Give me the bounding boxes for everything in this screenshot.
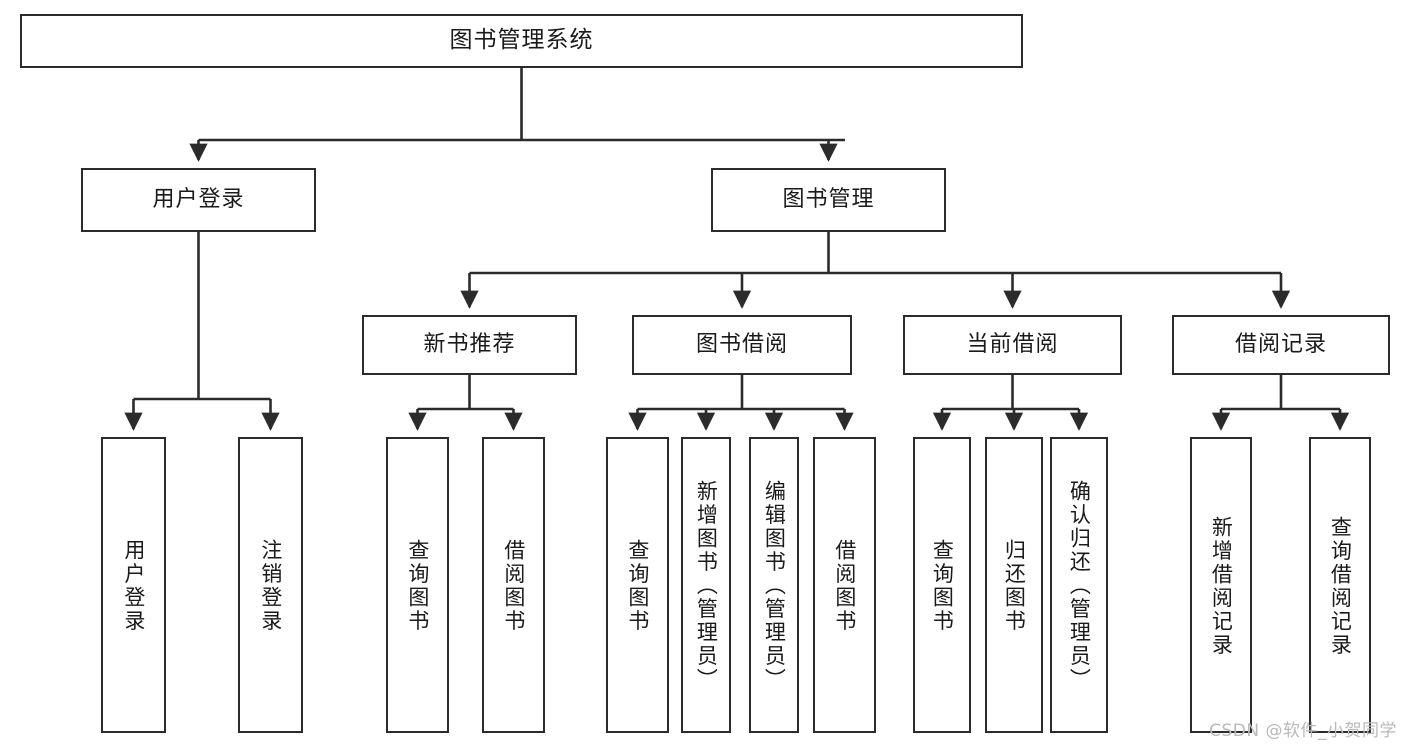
leaf-borrow-book-recommend[interactable]: 借阅图书	[482, 437, 545, 733]
leaf-confirm-return-admin-label: 确认归还（管理员）	[1067, 480, 1092, 692]
leaf-borrow-book-label: 借阅图书	[832, 539, 857, 633]
leaf-query-borrow-record-label: 查询借阅记录	[1328, 515, 1353, 657]
node-root-label: 图书管理系统	[449, 27, 594, 54]
node-new-book-recommend[interactable]: 新书推荐	[362, 315, 577, 375]
leaf-logout-label: 注销登录	[258, 539, 283, 633]
node-user-login[interactable]: 用户登录	[81, 168, 316, 232]
node-book-borrow-label: 图书借阅	[695, 331, 788, 357]
leaf-user-login-label: 用户登录	[121, 539, 146, 633]
leaf-borrow-book-recommend-label: 借阅图书	[501, 539, 526, 633]
leaf-add-book-admin-label: 新增图书（管理员）	[694, 480, 719, 692]
leaf-logout[interactable]: 注销登录	[238, 437, 303, 733]
node-current-borrow-label: 当前借阅	[966, 331, 1059, 357]
node-book-management[interactable]: 图书管理	[711, 168, 946, 232]
leaf-query-book-borrow-label: 查询图书	[625, 539, 650, 633]
node-user-login-label: 用户登录	[152, 186, 245, 212]
node-new-book-recommend-label: 新书推荐	[423, 331, 516, 357]
leaf-edit-book-admin[interactable]: 编辑图书（管理员）	[749, 437, 799, 733]
leaf-edit-book-admin-label: 编辑图书（管理员）	[762, 480, 787, 692]
leaf-add-book-admin[interactable]: 新增图书（管理员）	[681, 437, 731, 733]
node-book-borrow[interactable]: 图书借阅	[632, 315, 852, 375]
leaf-user-login[interactable]: 用户登录	[101, 437, 166, 733]
leaf-query-book-recommend-label: 查询图书	[405, 539, 430, 633]
leaf-query-book-current[interactable]: 查询图书	[913, 437, 971, 733]
leaf-query-book-borrow[interactable]: 查询图书	[606, 437, 669, 733]
leaf-query-borrow-record[interactable]: 查询借阅记录	[1309, 437, 1371, 733]
leaf-return-book-label: 归还图书	[1002, 539, 1027, 633]
leaf-confirm-return-admin[interactable]: 确认归还（管理员）	[1050, 437, 1108, 733]
node-borrow-record-label: 借阅记录	[1234, 331, 1327, 357]
leaf-borrow-book[interactable]: 借阅图书	[813, 437, 876, 733]
leaf-query-book-current-label: 查询图书	[930, 539, 955, 633]
node-current-borrow[interactable]: 当前借阅	[903, 315, 1122, 375]
node-root-system[interactable]: 图书管理系统	[20, 14, 1023, 68]
node-borrow-record[interactable]: 借阅记录	[1172, 315, 1390, 375]
leaf-add-borrow-record[interactable]: 新增借阅记录	[1190, 437, 1252, 733]
node-book-management-label: 图书管理	[782, 186, 875, 212]
leaf-query-book-recommend[interactable]: 查询图书	[386, 437, 449, 733]
leaf-return-book[interactable]: 归还图书	[985, 437, 1043, 733]
leaf-add-borrow-record-label: 新增借阅记录	[1209, 515, 1234, 657]
